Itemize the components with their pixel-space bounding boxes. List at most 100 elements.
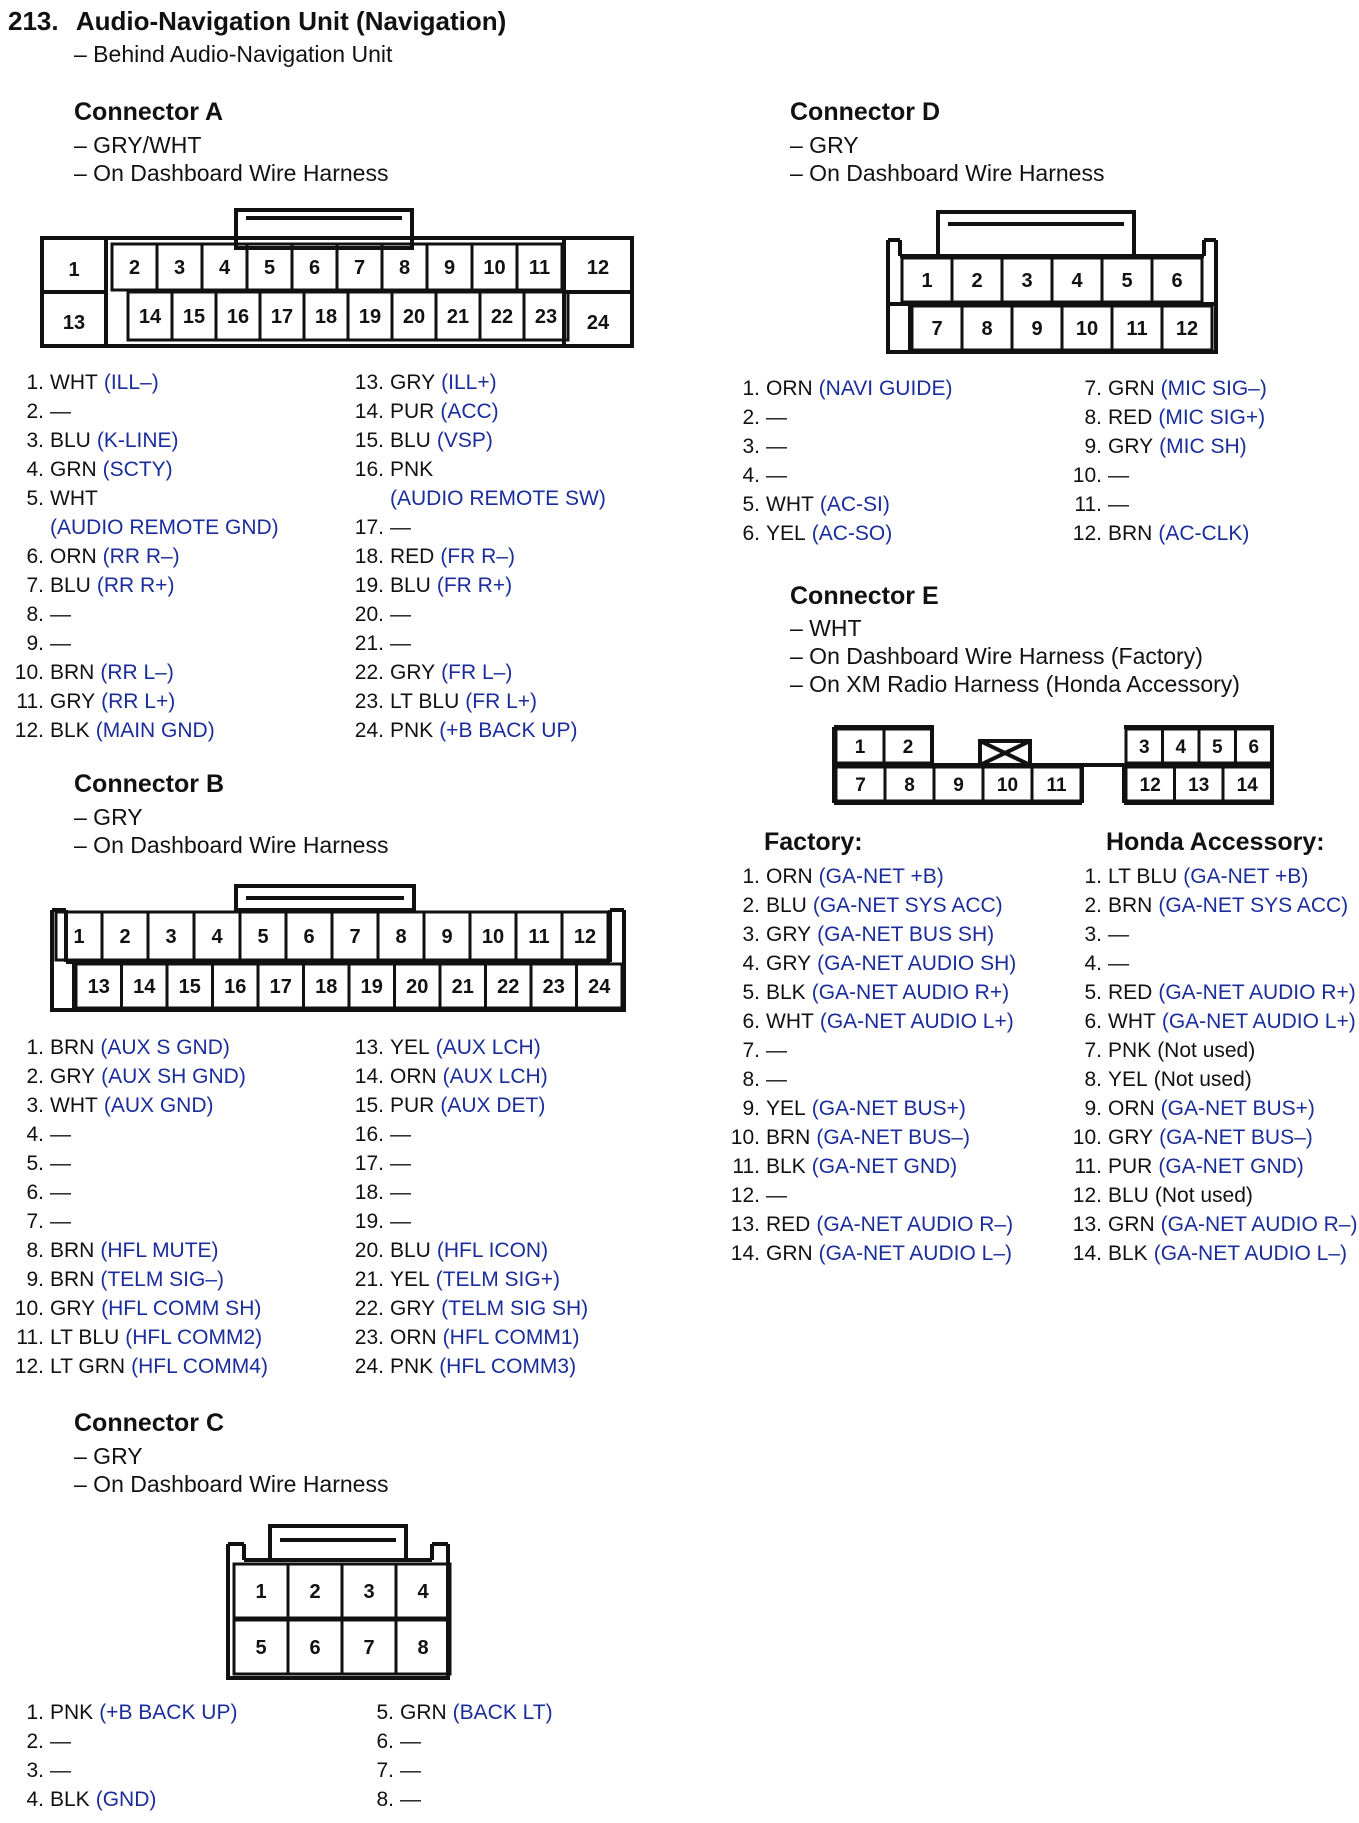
signal-name: (HFL COMM3) bbox=[439, 1355, 577, 1378]
connector-a-location: – On Dashboard Wire Harness bbox=[74, 160, 389, 186]
wire-color: BLU bbox=[1108, 1184, 1149, 1207]
pin-label: 21 bbox=[447, 306, 469, 328]
pin-label: 18 bbox=[315, 306, 337, 328]
wire-color: GRY bbox=[766, 923, 812, 946]
signal-name: (+B BACK UP) bbox=[439, 719, 578, 742]
signal-name: (AUX DET) bbox=[440, 1094, 546, 1117]
pin-number: 5. bbox=[742, 493, 760, 516]
pin-number: 8. bbox=[26, 1239, 44, 1262]
pin-row: 7.GRN(MIC SIG–) bbox=[1058, 374, 1358, 403]
connector-b-pins-left: 1.BRN(AUX S GND)2.GRY(AUX SH GND)3.WHT(A… bbox=[0, 1033, 340, 1381]
pin-number: 14. bbox=[354, 400, 384, 423]
pin-row: 9.BRN(TELM SIG–) bbox=[0, 1265, 340, 1294]
pin-label: 1 bbox=[68, 259, 79, 281]
pin-row: 10.— bbox=[1058, 461, 1358, 490]
pin-row: 10.GRY(HFL COMM SH) bbox=[0, 1294, 340, 1323]
pin-row: 2.— bbox=[716, 403, 1046, 432]
signal-name: (GA-NET BUS+) bbox=[1160, 1097, 1315, 1120]
wire-color: GRN bbox=[400, 1701, 447, 1724]
pin-row: 8.— bbox=[350, 1785, 690, 1814]
pin-cell bbox=[1160, 304, 1214, 352]
pin-label: 16 bbox=[224, 976, 246, 998]
pin-row: 1.ORN(GA-NET +B) bbox=[716, 862, 1056, 891]
pin-label: 14 bbox=[133, 976, 156, 998]
wire-color: — bbox=[1108, 464, 1129, 487]
wire-color: — bbox=[50, 1210, 71, 1233]
wire-color: YEL bbox=[766, 522, 806, 545]
pin-label: 14 bbox=[1237, 775, 1259, 796]
pin-number: 8. bbox=[742, 1068, 760, 1091]
section-number: 213. bbox=[8, 6, 59, 36]
signal-name: (ILL+) bbox=[441, 371, 497, 394]
pin-number: 18. bbox=[354, 1181, 384, 1204]
connector-e-heading: Connector E bbox=[790, 582, 939, 610]
connector-e-factory-pins: 1.ORN(GA-NET +B)2.BLU(GA-NET SYS ACC)3.G… bbox=[716, 862, 1056, 1268]
pin-number: 5. bbox=[376, 1701, 394, 1724]
signal-name: (Not used) bbox=[1153, 1068, 1252, 1091]
pin-row: 11.— bbox=[1058, 490, 1358, 519]
wire-color: PNK bbox=[50, 1701, 94, 1724]
pin-number: 10. bbox=[1072, 1126, 1102, 1149]
signal-name: (AUX LCH) bbox=[442, 1065, 548, 1088]
pin-row: 14.PUR(ACC) bbox=[340, 397, 680, 426]
pin-row: 5.RED(GA-NET AUDIO R+) bbox=[1058, 978, 1358, 1007]
pin-label: 9 bbox=[953, 775, 964, 796]
pin-row: 18.RED(FR R–) bbox=[340, 542, 680, 571]
pin-cell bbox=[560, 910, 610, 962]
signal-name: (GA-NET SYS ACC) bbox=[1158, 894, 1349, 917]
pin-row: 2.— bbox=[0, 397, 340, 426]
wire-color: BLU bbox=[50, 574, 91, 597]
pin-row: 9.YEL(GA-NET BUS+) bbox=[716, 1094, 1056, 1123]
pin-row: 9.ORN(GA-NET BUS+) bbox=[1058, 1094, 1358, 1123]
wire-color: BRN bbox=[50, 1036, 95, 1059]
pin-row: 16.PNK(AUDIO REMOTE SW) bbox=[340, 455, 680, 513]
signal-name: (GA-NET BUS SH) bbox=[817, 923, 995, 946]
pin-number: 2. bbox=[26, 1730, 44, 1753]
pin-row: 8.BRN(HFL MUTE) bbox=[0, 1236, 340, 1265]
wire-color: PUR bbox=[390, 400, 435, 423]
pin-label: 19 bbox=[359, 306, 381, 328]
signal-name: (AC-SO) bbox=[811, 522, 893, 545]
signal-name: (HFL COMM4) bbox=[131, 1355, 268, 1378]
pin-row: 16.— bbox=[340, 1120, 680, 1149]
wire-color: PNK bbox=[390, 1355, 434, 1378]
pin-label: 8 bbox=[399, 257, 410, 279]
pin-label: 11 bbox=[529, 257, 550, 279]
pin-row: 2.BLU(GA-NET SYS ACC) bbox=[716, 891, 1056, 920]
wire-color: BLU bbox=[390, 1239, 431, 1262]
title-text: Audio-Navigation Unit (Navigation) bbox=[75, 6, 507, 36]
wire-color: — bbox=[390, 632, 411, 655]
signal-name: (GA-NET AUDIO L+) bbox=[1161, 1010, 1356, 1033]
connector-c-heading: Connector C bbox=[74, 1409, 224, 1437]
pin-number: 13. bbox=[730, 1213, 760, 1236]
wire-color: ORN bbox=[766, 377, 813, 400]
signal-name: (HFL COMM1) bbox=[442, 1326, 580, 1349]
pin-row: 11.LT BLU(HFL COMM2) bbox=[0, 1323, 340, 1352]
pin-label: 6 bbox=[309, 257, 320, 279]
signal-name: (TELM SIG SH) bbox=[441, 1297, 589, 1320]
signal-name: (RR L–) bbox=[100, 661, 174, 684]
pin-row: 2.BRN(GA-NET SYS ACC) bbox=[1058, 891, 1358, 920]
pin-label: 24 bbox=[588, 976, 611, 998]
signal-name: (TELM SIG+) bbox=[435, 1268, 560, 1291]
connector-e-location-factory: – On Dashboard Wire Harness (Factory) bbox=[790, 643, 1203, 669]
pin-label: 13 bbox=[63, 312, 85, 334]
signal-name: (FR L–) bbox=[441, 661, 513, 684]
pin-label: 1 bbox=[255, 1581, 266, 1603]
wire-color: — bbox=[390, 603, 411, 626]
signal-name: (FR R–) bbox=[440, 545, 516, 568]
signal-name: (AC-CLK) bbox=[1158, 522, 1250, 545]
signal-name: (RR R+) bbox=[96, 574, 175, 597]
pin-number: 8. bbox=[1084, 406, 1102, 429]
signal-name: (FR R+) bbox=[436, 574, 513, 597]
signal-name: (MIC SH) bbox=[1159, 435, 1247, 458]
wire-color: — bbox=[1108, 952, 1129, 975]
pin-cell bbox=[394, 1562, 452, 1620]
pin-label: 4 bbox=[1071, 270, 1083, 292]
pin-label: 2 bbox=[971, 270, 982, 292]
wire-color: BLU bbox=[50, 429, 91, 452]
pin-label: 7 bbox=[363, 1637, 374, 1659]
wire-color: — bbox=[50, 603, 71, 626]
pin-label: 2 bbox=[903, 737, 914, 758]
